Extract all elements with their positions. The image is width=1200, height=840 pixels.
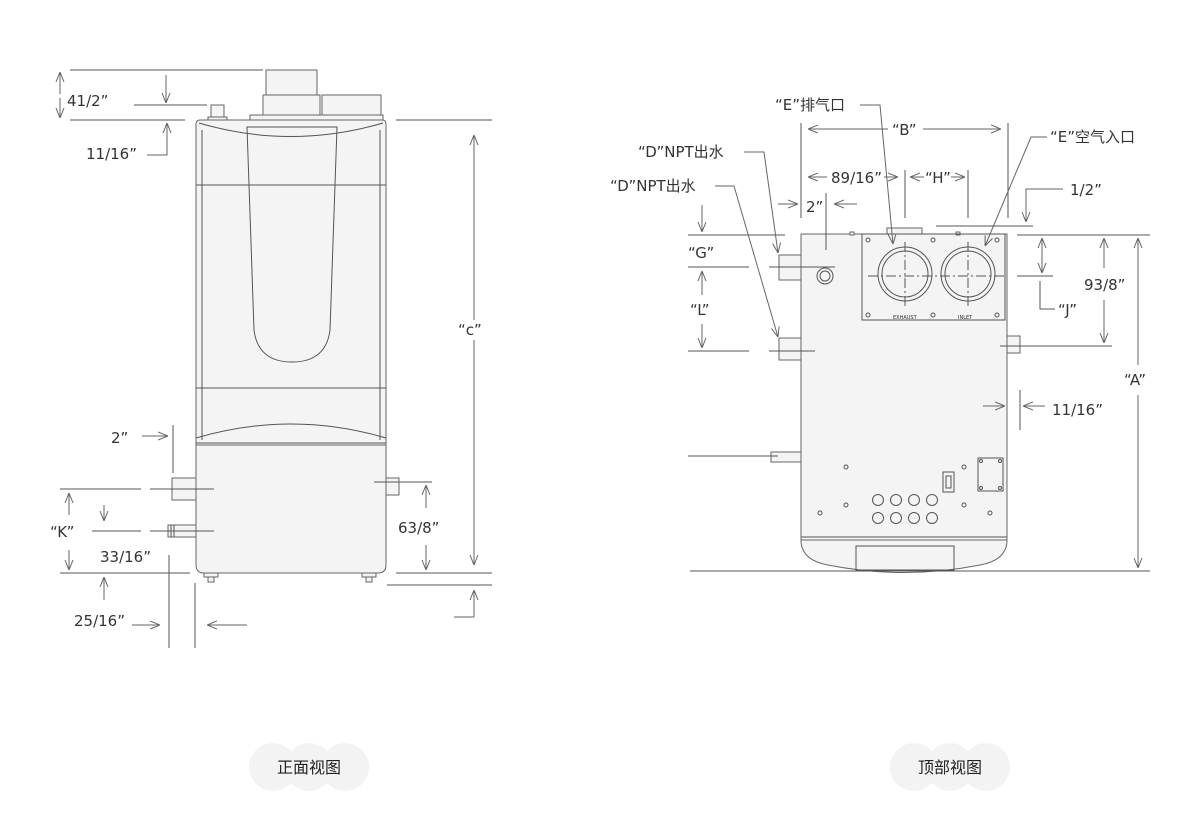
lower-cap-curve	[195, 423, 387, 439]
dim-K: “K”	[50, 523, 74, 541]
inlet-marking: INLET	[958, 315, 973, 321]
front-panel-window	[246, 126, 338, 363]
top-view: EXHAUST INLET	[610, 96, 1150, 573]
outlet-pipe-2	[778, 337, 802, 361]
dim-B: “B”	[892, 121, 917, 139]
top-knob	[210, 104, 225, 118]
inlet-adapter	[321, 94, 382, 116]
top-dimension-lines	[688, 104, 1150, 572]
dim-6-3-8: 63/8”	[398, 519, 439, 537]
front-view: 41/2” 11/16” “c” 2” “K” 33/16” 63/8” 25/…	[50, 69, 492, 648]
dim-11-16: 11/16”	[86, 145, 137, 163]
front-view-label: 正面视图	[277, 758, 341, 777]
control-details	[817, 457, 1004, 524]
dim-H: “H”	[925, 169, 951, 187]
dim-4-1-2: 41/2”	[67, 92, 108, 110]
foot	[365, 576, 373, 583]
fitting	[816, 267, 834, 285]
inlet-callout: “E”空气入口	[1050, 128, 1135, 146]
foot	[207, 576, 215, 583]
foot	[361, 572, 377, 578]
front-dimension-lines	[60, 69, 492, 648]
exhaust-adapter	[262, 94, 321, 116]
tab	[849, 231, 855, 236]
vent-panel	[861, 233, 1006, 321]
dim-9-3-8: 93/8”	[1084, 276, 1125, 294]
side-fitting	[1006, 335, 1021, 354]
top-plate	[249, 114, 384, 121]
npt-outlet-callout-2: “D”NPT出水	[610, 177, 696, 195]
fitting-inner	[819, 270, 831, 282]
bottom-tray	[855, 545, 955, 571]
dim-2: 2”	[111, 429, 128, 447]
upper-body	[195, 119, 387, 446]
lower-body	[195, 444, 387, 574]
exhaust-callout: “E”排气口	[775, 96, 845, 114]
dim-11-16-side: 11/16”	[1052, 401, 1103, 419]
flue-collar	[265, 69, 318, 97]
dim-G: “G”	[688, 244, 714, 262]
dim-c: “c”	[458, 321, 482, 339]
front-view-caption: 正面视图	[249, 743, 369, 791]
side-fitting	[385, 477, 400, 496]
top-cap-curve	[198, 122, 384, 137]
dim-2-5-16: 25/16”	[74, 612, 125, 630]
dim-A: “A”	[1124, 371, 1146, 389]
top-view-caption: 顶部视图	[890, 743, 1010, 791]
panel-screws	[865, 237, 1000, 318]
dim-J: “J”	[1058, 301, 1077, 319]
dim-3-3-16: 33/16”	[100, 548, 151, 566]
unit-bottom	[800, 539, 1008, 573]
exhaust-marking: EXHAUST	[893, 315, 918, 321]
dim-L: “L”	[690, 301, 710, 319]
dim-8-9-16: 89/16”	[831, 169, 882, 187]
threaded-pipe	[770, 451, 802, 463]
top-view-label: 顶部视图	[918, 758, 982, 777]
foot	[203, 572, 219, 578]
dim-2-top: 2”	[806, 198, 823, 216]
dim-1-2: 1/2”	[1070, 181, 1102, 199]
npt-outlet-callout-1: “D”NPT出水	[638, 143, 724, 161]
